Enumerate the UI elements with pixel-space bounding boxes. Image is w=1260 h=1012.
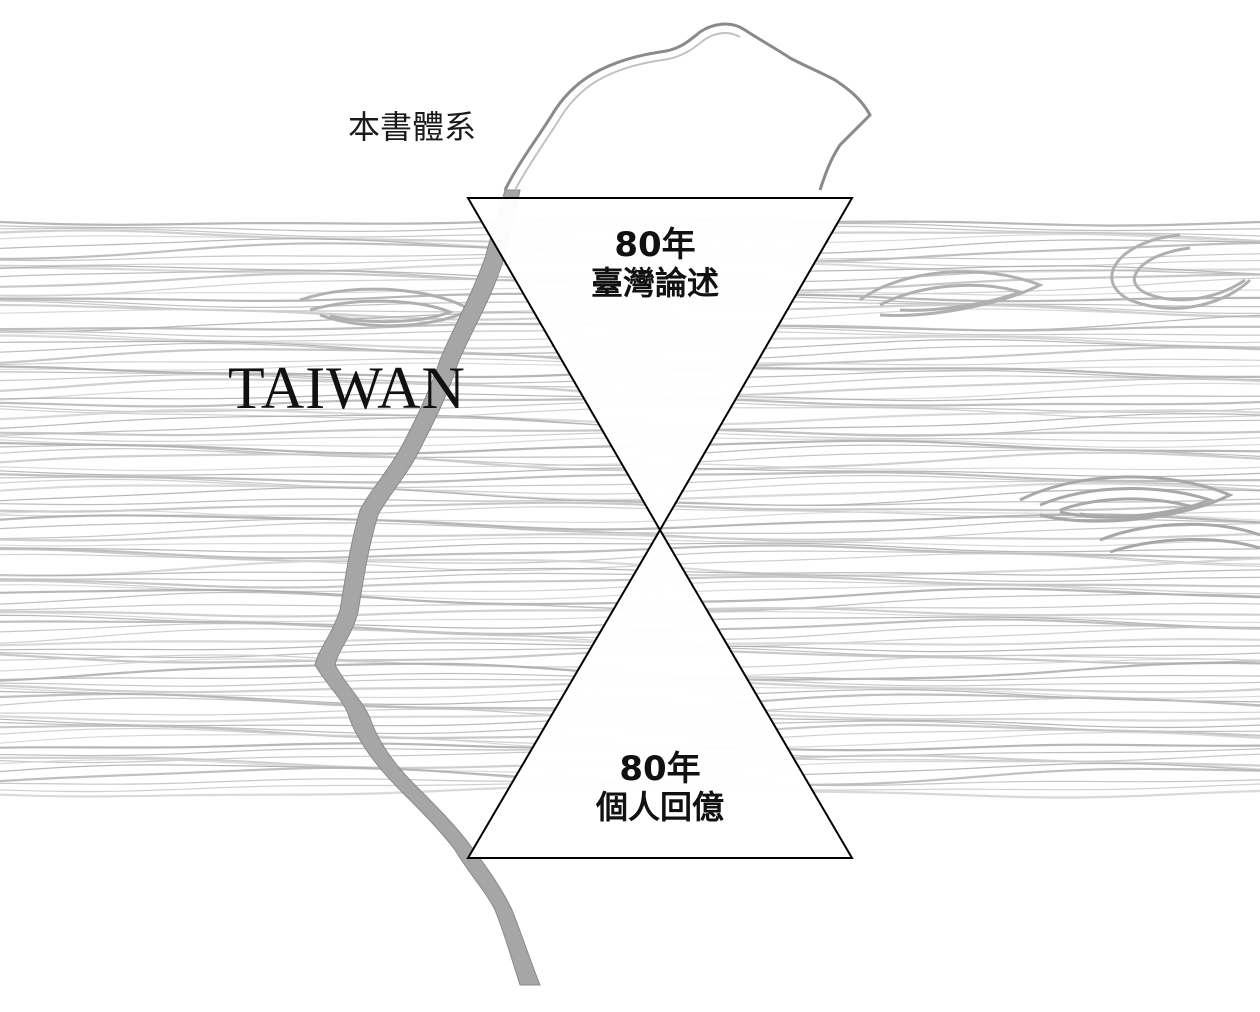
island-north-coast: [503, 22, 872, 191]
wave-line: [0, 501, 1260, 513]
wave-line: [0, 557, 1260, 577]
swirl-right-bottom: [1019, 475, 1260, 554]
wave-line: [0, 478, 1260, 495]
wave-line: [0, 536, 1260, 548]
top-triangle-title: 臺灣論述: [591, 264, 719, 302]
wave-line: [0, 542, 1260, 553]
taiwan-island-map: [314, 22, 872, 986]
top-triangle-year: 80年: [614, 225, 695, 265]
taiwan-wordmark: TAIWAN: [228, 355, 466, 421]
bottom-triangle-title: 個人回億: [595, 788, 724, 826]
wave-line: [0, 572, 1260, 582]
bottom-triangle: [466, 528, 854, 859]
wave-line: [0, 553, 1260, 572]
wave-line: [0, 486, 1260, 506]
page-title: 本書體系: [348, 108, 476, 146]
bottom-triangle-year: 80年: [619, 749, 700, 789]
wave-line: [0, 513, 1260, 531]
hourglass-diagram: [466, 197, 854, 859]
wave-line: [0, 510, 1260, 524]
top-triangle: [466, 197, 854, 532]
wave-line: [0, 532, 1260, 542]
swirl-right-top: [859, 233, 1252, 317]
wave-line: [0, 567, 1260, 577]
wave-line: [0, 482, 1260, 502]
wave-line: [0, 522, 1260, 543]
island-west-coast-band: [314, 189, 541, 986]
